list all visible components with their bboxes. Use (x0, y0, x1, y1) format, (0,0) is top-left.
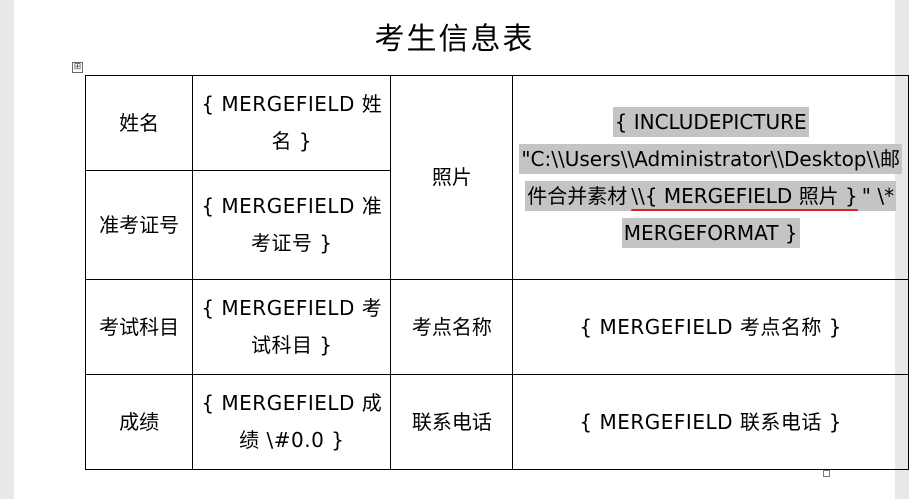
table-row-subject: 考试科目 { MERGEFIELD 考试科目 } 考点名称 { MERGEFIE… (84, 279, 909, 375)
field-subject[interactable]: { MERGEFIELD 考试科目 } (192, 279, 392, 375)
label-phone: 联系电话 (390, 374, 514, 470)
table-move-handle-icon[interactable]: ⊞ (72, 62, 83, 73)
field-photo-includepicture[interactable]: { INCLUDEPICTURE "C:\\Users\\Administrat… (512, 75, 909, 280)
label-exam-site: 考点名称 (390, 279, 514, 375)
field-score[interactable]: { MERGEFIELD 成绩 \#0.0 } (192, 374, 392, 470)
table-row-score: 成绩 { MERGEFIELD 成绩 \#0.0 } 联系电话 { MERGEF… (84, 374, 909, 470)
field-phone[interactable]: { MERGEFIELD 联系电话 } (512, 374, 909, 470)
field-exam-site[interactable]: { MERGEFIELD 考点名称 } (512, 279, 909, 375)
label-photo: 照片 (390, 75, 514, 280)
field-name[interactable]: { MERGEFIELD 姓名 } (192, 75, 392, 171)
table-row-exam-number: 准考证号 { MERGEFIELD 准考证号 } (84, 170, 909, 280)
label-score: 成绩 (84, 374, 194, 470)
window-left-margin (0, 0, 14, 499)
label-exam-number: 准考证号 (84, 170, 194, 280)
includepicture-field-part1: { INCLUDEPICTURE "C:\\Users\\Administrat… (519, 106, 902, 211)
label-name: 姓名 (84, 75, 194, 171)
includepicture-mergefield-annotated: \\{ MERGEFIELD 照片 } (629, 180, 860, 211)
label-subject: 考试科目 (84, 279, 194, 375)
document-title: 考生信息表 (374, 22, 535, 57)
field-exam-number[interactable]: { MERGEFIELD 准考证号 } (192, 170, 392, 280)
exam-info-table: 姓名 { MERGEFIELD 姓名 } 照片 { INCLUDEPICTURE… (84, 75, 909, 470)
table-resize-handle-icon[interactable] (823, 470, 830, 477)
table-row-name: 姓名 { MERGEFIELD 姓名 } 照片 { INCLUDEPICTURE… (84, 75, 909, 280)
